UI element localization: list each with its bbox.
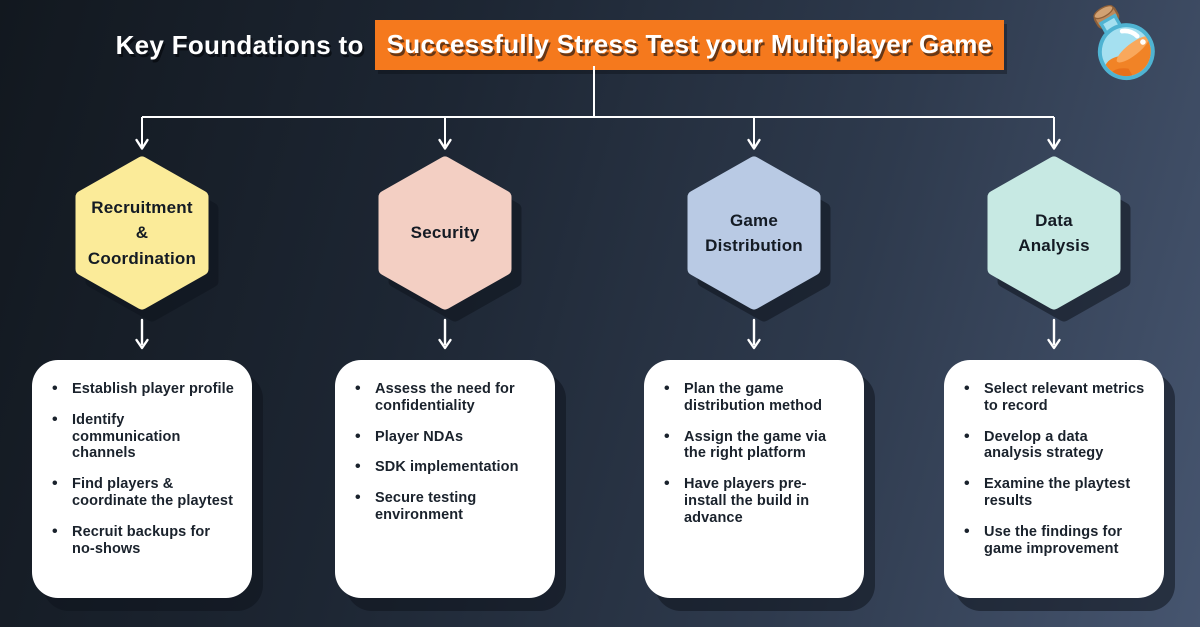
title-highlight: Successfully Stress Test your Multiplaye…	[374, 20, 1005, 70]
column-recruitment-coordination: Recruitment & Coordination Establish pla…	[32, 155, 252, 598]
hexagon-game-distribution: Game Distribution	[686, 155, 822, 311]
list-item: Use the findings for game improvement	[960, 523, 1147, 558]
list-item: SDK implementation	[351, 458, 538, 476]
column-data-analysis: Data Analysis Select relevant metrics to…	[944, 155, 1164, 598]
hexagon-shape	[75, 156, 209, 310]
column-security: Security Assess the need for confidentia…	[335, 155, 555, 598]
arrow-down-icon	[438, 318, 452, 350]
hexagon-recruitment-coordination: Recruitment & Coordination	[74, 155, 210, 311]
hexagon-data-analysis: Data Analysis	[986, 155, 1122, 311]
column-game-distribution: Game Distribution Plan the game distribu…	[644, 155, 864, 598]
list-item: Examine the playtest results	[960, 475, 1147, 510]
list-item: Assign the game via the right platform	[660, 428, 847, 463]
hexagon-label: Game Distribution	[705, 210, 803, 256]
list-item: Recruit backups for no-shows	[48, 523, 235, 558]
arrow-down-icon	[1047, 318, 1061, 350]
card-recruitment-coordination: Establish player profile Identify commun…	[32, 360, 252, 598]
hexagon-security: Security	[377, 155, 513, 311]
page-title: Key Foundations to Successfully Stress T…	[0, 20, 1120, 70]
list-item: Assess the need for confidentiality	[351, 380, 538, 415]
list-item: Have players pre-install the build in ad…	[660, 475, 847, 526]
bullet-list: Establish player profile Identify commun…	[48, 380, 235, 558]
hexagon-label: Security	[410, 223, 480, 243]
list-item: Identify communication channels	[48, 411, 235, 462]
potion-bottle-logo	[1084, 4, 1166, 86]
list-item: Select relevant metrics to record	[960, 380, 1147, 415]
list-item: Develop a data analysis strategy	[960, 428, 1147, 463]
hexagon-label: Data Analysis	[1018, 210, 1090, 256]
arrow-down-icon	[747, 318, 761, 350]
card-data-analysis: Select relevant metrics to record Develo…	[944, 360, 1164, 598]
hexagon-shape	[987, 156, 1121, 310]
list-item: Plan the game distribution method	[660, 380, 847, 415]
card-security: Assess the need for confidentiality Play…	[335, 360, 555, 598]
list-item: Find players & coordinate the playtest	[48, 475, 235, 510]
bullet-list: Assess the need for confidentiality Play…	[351, 380, 538, 524]
potion-bottle-icon	[1093, 4, 1160, 86]
hexagon-label: Recruitment & Coordination	[87, 197, 197, 268]
bullet-list: Select relevant metrics to record Develo…	[960, 380, 1147, 558]
card-game-distribution: Plan the game distribution method Assign…	[644, 360, 864, 598]
bullet-list: Plan the game distribution method Assign…	[660, 380, 847, 527]
hexagon-shape	[378, 156, 512, 310]
arrow-down-icon	[135, 318, 149, 350]
list-item: Establish player profile	[48, 380, 235, 398]
list-item: Player NDAs	[351, 428, 538, 446]
list-item: Secure testing environment	[351, 489, 538, 524]
hexagon-shape	[687, 156, 821, 310]
title-prefix: Key Foundations to	[115, 29, 364, 60]
